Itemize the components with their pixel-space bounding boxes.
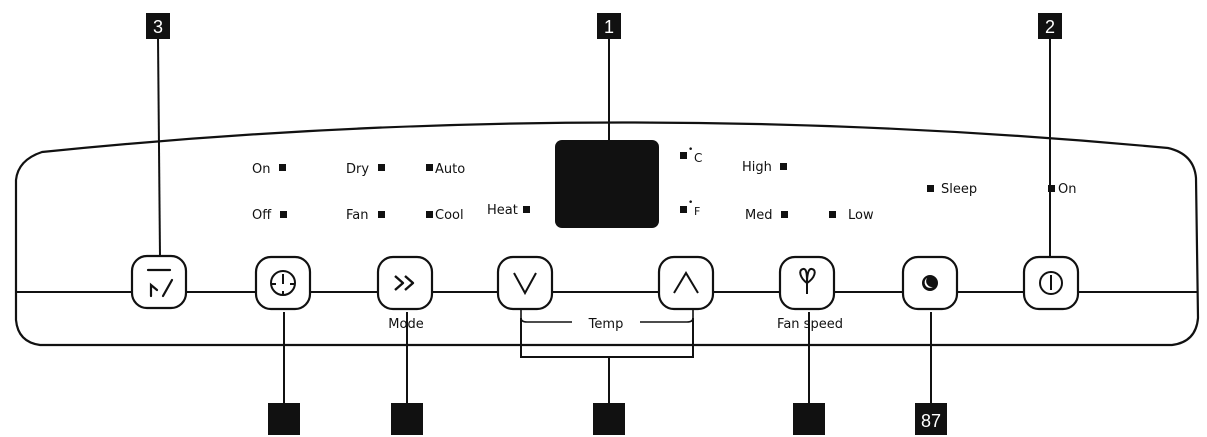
indicator-timer-off-label: Off [252,208,272,223]
swing-louver-icon [146,268,174,298]
indicator-celsius-led [680,152,687,159]
callout-leader-temp [520,318,694,404]
indicator-dry-led [378,164,385,171]
indicator-cool-label: Cool [435,208,464,223]
indicator-timer-on-label: On [252,162,270,177]
chevron-down-icon [513,272,537,296]
swing-button[interactable] [130,254,188,310]
indicator-auto-led [426,164,433,171]
power-button[interactable] [1022,255,1080,311]
indicator-low-led [829,211,836,218]
fan-speed-label: Fan speed [777,317,843,332]
power-icon [1039,271,1063,295]
callout-badge-87: 87 [915,403,947,435]
indicator-heat-led [523,206,530,213]
fan-icon [799,267,816,294]
timer-clock-icon [270,270,296,296]
indicator-med-label: Med [745,208,772,223]
temp-label: Temp [588,317,624,332]
callout-block-fan [793,403,825,435]
indicator-power-label: On [1058,182,1076,197]
degree-symbol-f: • [688,198,693,208]
indicator-timer-off-led [280,211,287,218]
degree-symbol-c: • [688,145,693,155]
moon-sleep-icon [922,275,938,291]
indicator-fahrenheit-led [680,206,687,213]
indicator-power-led [1048,185,1055,192]
sleep-button[interactable] [901,255,959,311]
svg-text:87: 87 [921,411,941,431]
callout-badge-2: 2 [1038,13,1062,39]
callout-badge-3: 3 [146,13,170,39]
temp-up-button[interactable] [657,255,715,311]
indicator-low-label: Low [848,208,874,223]
callout-block-temp [593,403,625,435]
mode-button[interactable] [376,255,434,311]
indicator-high-led [780,163,787,170]
chevron-up-icon [673,271,699,294]
indicator-sleep-led [927,185,934,192]
indicator-fan-label: Fan [346,208,369,223]
mode-label: Mode [388,317,423,332]
indicator-sleep-label: Sleep [941,182,977,197]
callout-leader-3 [157,37,161,258]
indicator-cool-led [426,211,433,218]
temperature-display [555,140,659,228]
indicator-timer-on-led [279,164,286,171]
svg-text:3: 3 [153,17,163,37]
double-chevron-right-icon [394,275,415,291]
indicator-fan-led [378,211,385,218]
temp-down-button[interactable] [496,255,554,311]
svg-text:1: 1 [604,17,614,37]
temp-label-bg [574,316,636,332]
timer-button[interactable] [254,255,312,311]
indicator-heat-label: Heat [487,203,518,218]
temp-bracket [520,306,694,323]
indicator-dry-label: Dry [346,162,369,177]
indicator-auto-label: Auto [435,162,465,177]
svg-text:2: 2 [1045,17,1055,37]
callout-block-mode [391,403,423,435]
indicator-high-label: High [742,160,772,175]
fan-speed-button[interactable] [778,255,836,311]
indicator-med-led [781,211,788,218]
indicator-fahrenheit-label: F [694,205,700,218]
callout-block-timer [268,403,300,435]
callout-badge-1: 1 [597,13,621,39]
indicator-celsius-label: C [694,151,702,165]
